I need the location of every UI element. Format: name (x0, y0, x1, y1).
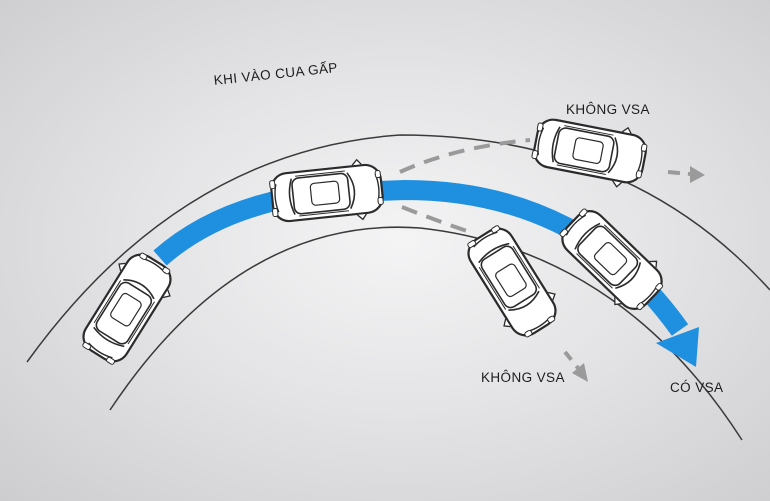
no-vsa-top-arrow-head (690, 166, 705, 183)
road-inner-edge (109, 226, 743, 441)
car-entering (70, 244, 183, 373)
no-vsa-bottom-tail (563, 350, 580, 370)
no-vsa-top-path (399, 138, 531, 174)
road-outer-edge (26, 134, 770, 363)
vsa-arrow-head (656, 327, 699, 367)
car-no-vsa-top (528, 109, 651, 193)
no-vsa-bottom-arrow-head (572, 363, 588, 382)
no-vsa-top-tail (667, 170, 691, 176)
no-vsa-bottom-path (401, 205, 471, 234)
label-with-vsa: CÓ VSA (670, 380, 724, 395)
label-without-vsa-top: KHÔNG VSA (566, 102, 650, 117)
label-without-vsa-bottom: KHÔNG VSA (481, 370, 565, 385)
car-mid-turn (267, 156, 386, 230)
